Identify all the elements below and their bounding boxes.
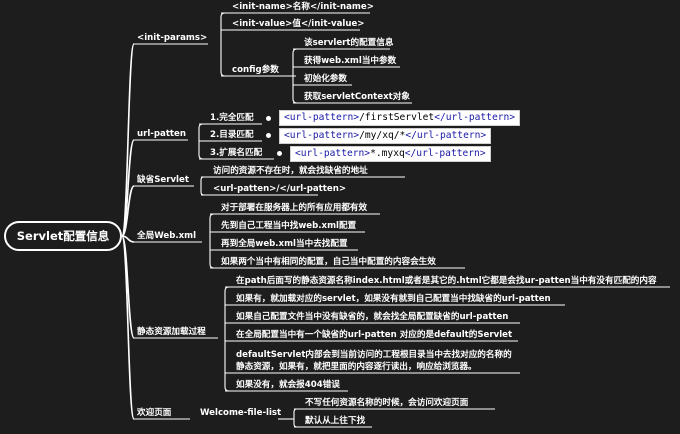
match-exact-code: <url-pattern>/firstServlet</url-pattern> bbox=[279, 110, 521, 126]
global-item-1[interactable]: 对于部署在服务器上的所有应用都有效 bbox=[221, 203, 368, 213]
welcome-item-1[interactable]: 不写任何资源名称的时候，会访问欢迎页面 bbox=[305, 398, 469, 408]
static-item-3[interactable]: 如果自己配置文件当中没有缺省的，就会找全局配置缺省的url-patten bbox=[236, 312, 509, 322]
default-item-1[interactable]: 访问的资源不存在时，就会找缺省的地址 bbox=[213, 166, 368, 176]
branch-static-resource[interactable]: 静态资源加载过程 bbox=[137, 327, 206, 337]
connector bbox=[200, 176, 205, 196]
static-item-5-line-1[interactable]: defaultServlet内部会到当前访问的工程根目录当中去找对应的名称的 bbox=[236, 350, 512, 360]
match-exact-label[interactable]: 1.完全匹配 bbox=[210, 113, 254, 123]
init-name-node[interactable]: <init-name>名称</init-name> bbox=[232, 2, 374, 12]
connector bbox=[220, 12, 226, 77]
default-item-2[interactable]: <url-patten>/</url-patten> bbox=[213, 184, 347, 194]
match-exact-marker bbox=[266, 116, 271, 121]
match-extension-close-tag: </url-pattern> bbox=[404, 148, 486, 159]
global-item-2[interactable]: 先到自己工程当中找web.xml配置 bbox=[221, 221, 357, 231]
connector bbox=[209, 213, 215, 269]
root-node[interactable]: Servlet配置信息 bbox=[4, 221, 122, 251]
branch-init-params[interactable]: <init-params> bbox=[137, 33, 208, 43]
connector bbox=[121, 185, 135, 237]
connector bbox=[224, 286, 230, 392]
branch-global-webxml[interactable]: 全局Web.xml bbox=[137, 231, 197, 241]
static-item-2[interactable]: 如果有，就加载对应的servlet，如果没有就到自己配置当中找缺省的url-pa… bbox=[236, 294, 551, 304]
match-directory-label[interactable]: 2.目录匹配 bbox=[210, 130, 254, 140]
static-item-4[interactable]: 在全局配置当中有一个缺省的url-patten 对应的是default的Serv… bbox=[236, 330, 513, 340]
global-item-4[interactable]: 如果两个当中有相同的配置，自己当中配置的内容会生效 bbox=[221, 257, 436, 267]
config-item-3[interactable]: 初始化参数 bbox=[304, 74, 347, 84]
static-item-1[interactable]: 在path后面写的静态资源名称index.html或者是其它的.html它都是会… bbox=[236, 276, 657, 286]
match-extension-open-tag: <url-pattern> bbox=[295, 148, 371, 159]
welcome-file-list-node[interactable]: Welcome-file-list bbox=[200, 408, 282, 418]
branch-default-servlet[interactable]: 缺省Servlet bbox=[137, 175, 189, 185]
connector bbox=[121, 235, 135, 243]
config-item-2[interactable]: 获得web.xml当中参数 bbox=[304, 56, 397, 66]
init-value-node[interactable]: <init-value>值</init-value> bbox=[232, 19, 365, 29]
global-item-3[interactable]: 再到全局web.xml当中去找配置 bbox=[221, 239, 348, 249]
branch-url-patten[interactable]: url-patten bbox=[137, 129, 186, 139]
match-directory-open-tag: <url-pattern> bbox=[284, 130, 360, 141]
match-extension-marker bbox=[277, 151, 282, 156]
match-directory-value: /my/xq/* bbox=[359, 130, 406, 141]
static-item-6[interactable]: 如果没有，就会报404错误 bbox=[236, 380, 340, 390]
config-item-1[interactable]: 该servlert的配置信息 bbox=[304, 38, 394, 48]
match-directory-close-tag: </url-pattern> bbox=[405, 130, 487, 141]
match-extension-label[interactable]: 3.扩展名匹配 bbox=[210, 148, 263, 158]
config-node[interactable]: config参数 bbox=[232, 65, 279, 75]
match-extension-value: *.myxq bbox=[370, 148, 405, 159]
match-directory-code: <url-pattern>/my/xq/*</url-pattern> bbox=[279, 128, 492, 144]
connector bbox=[121, 235, 135, 420]
match-exact-value: /firstServlet bbox=[359, 112, 435, 123]
match-extension-code: <url-pattern>*.myxq</url-pattern> bbox=[290, 146, 491, 162]
match-exact-open-tag: <url-pattern> bbox=[284, 112, 360, 123]
branch-welcome-page[interactable]: 欢迎页面 bbox=[137, 408, 172, 418]
match-exact-close-tag: </url-pattern> bbox=[434, 112, 516, 123]
match-directory-marker bbox=[266, 133, 271, 138]
config-item-4[interactable]: 获取servletContext对象 bbox=[304, 92, 410, 102]
static-item-5-line-2[interactable]: 静态资源，如果有，就把里面的内容逐行读出，响应给浏览器。 bbox=[236, 362, 477, 372]
connector bbox=[293, 408, 298, 428]
welcome-item-2[interactable]: 默认从上往下找 bbox=[305, 416, 366, 426]
